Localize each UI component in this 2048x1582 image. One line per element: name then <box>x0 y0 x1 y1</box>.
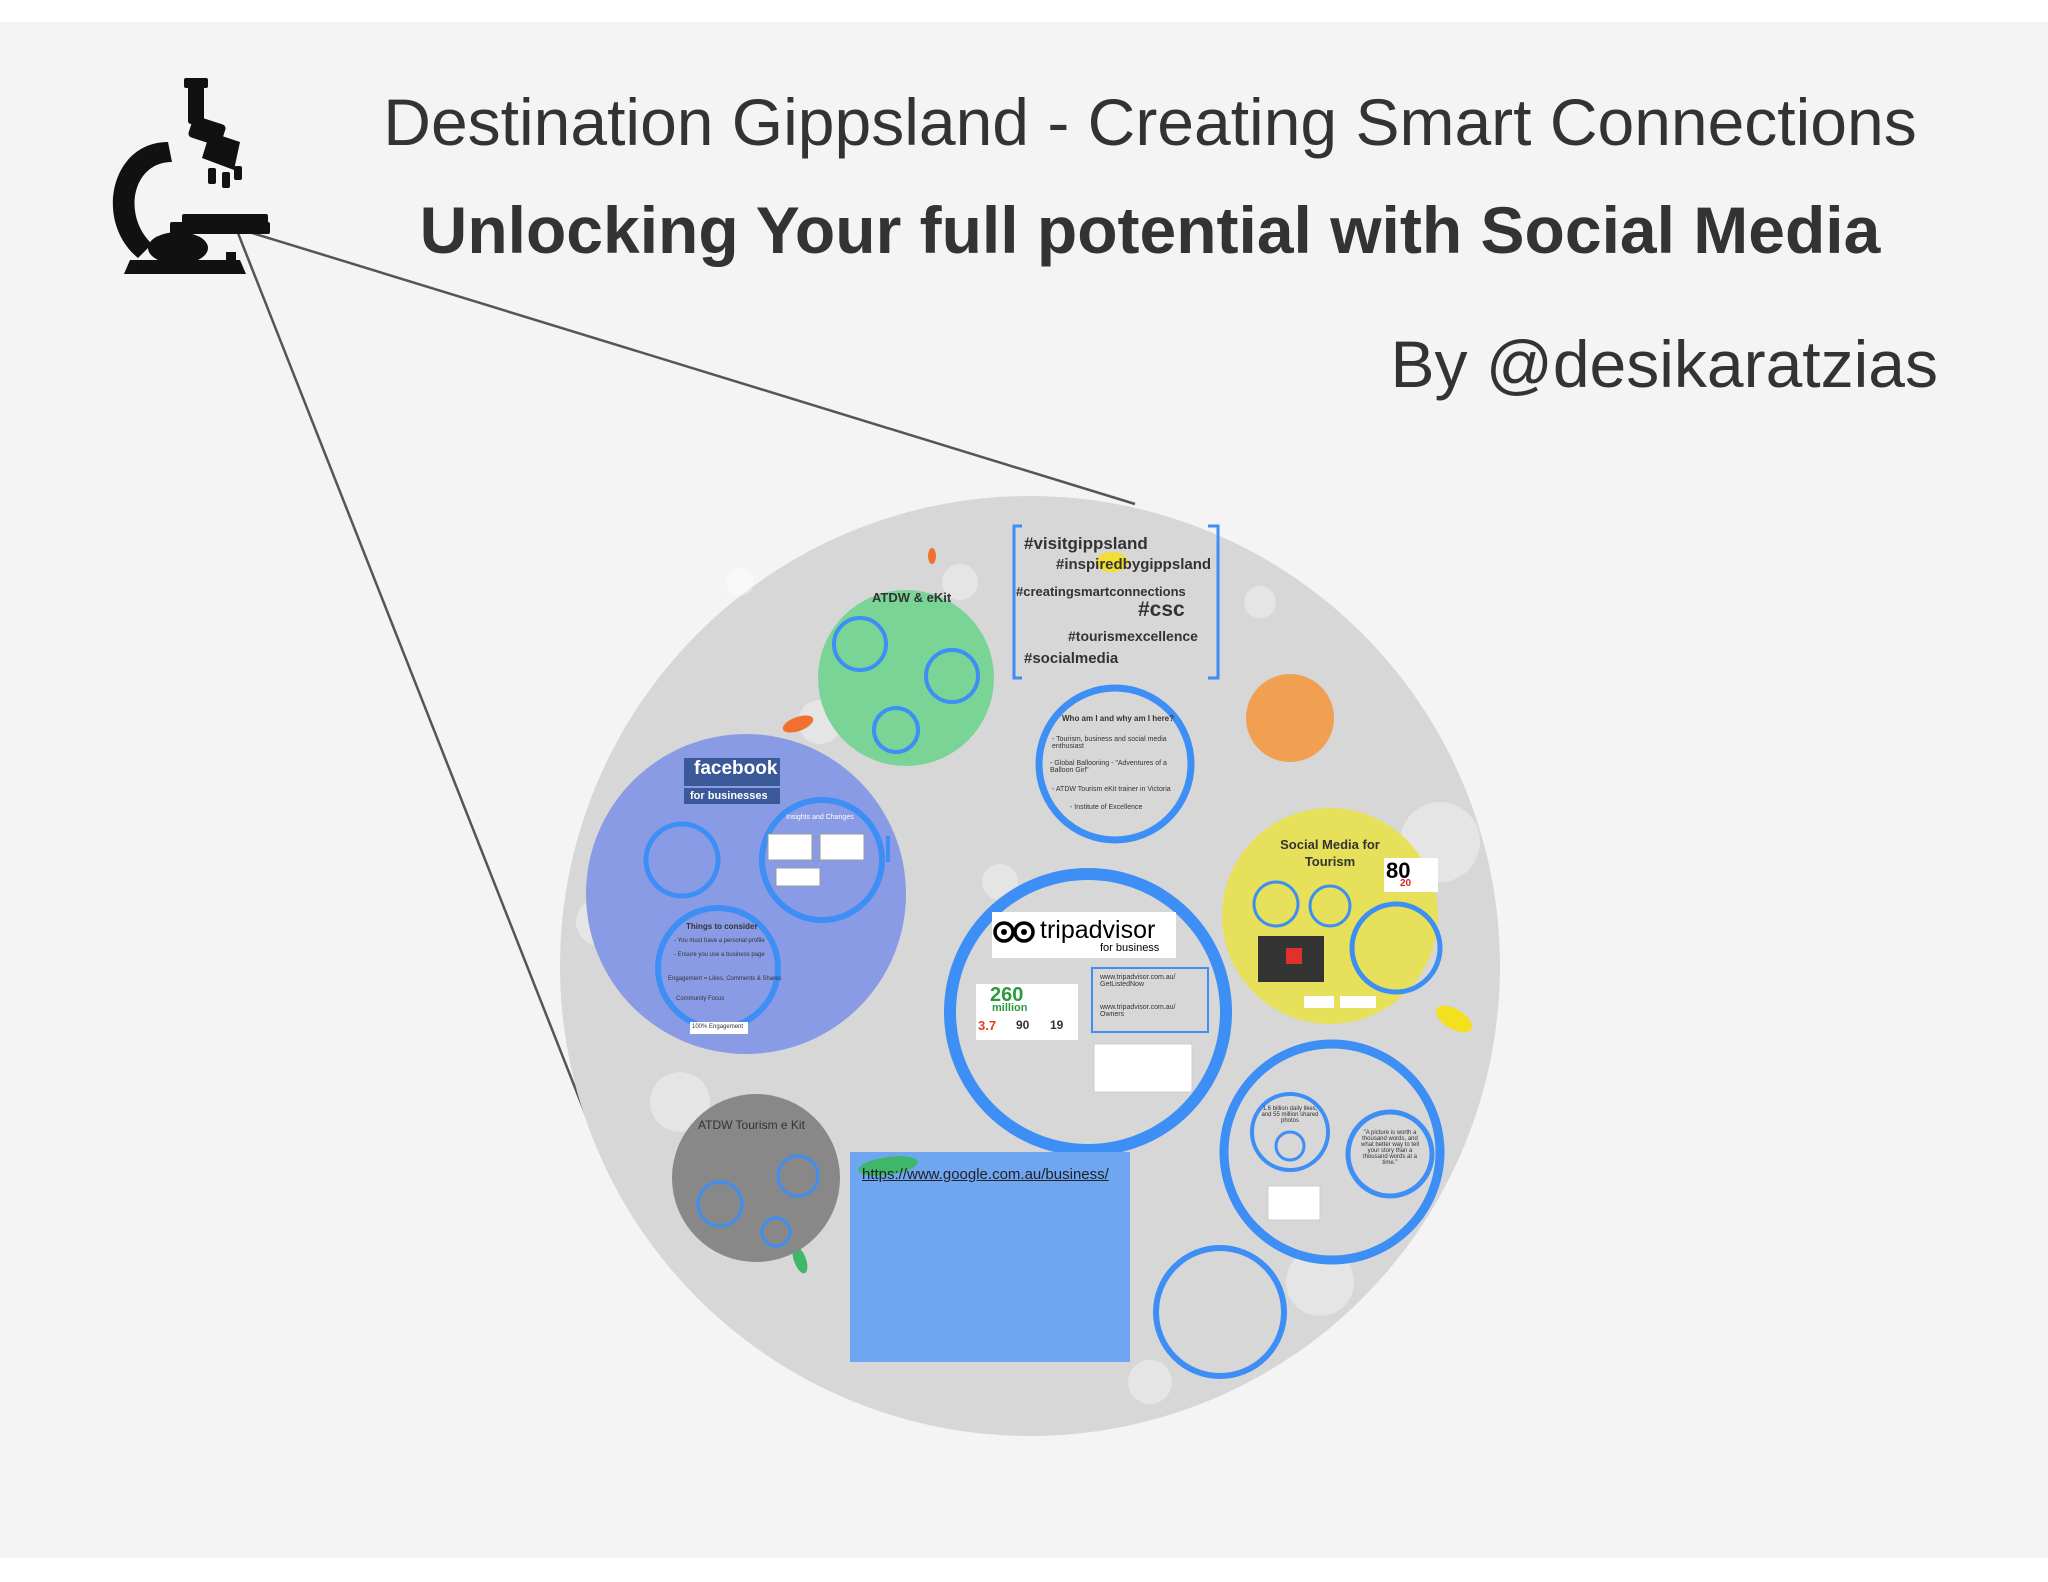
overview-graphic <box>112 78 1500 1436</box>
ekit-ring-1 <box>832 616 888 672</box>
hashtag-csc: #csc <box>1138 598 1185 621</box>
facebook-things-heading: Things to consider <box>686 922 758 931</box>
zoom-line-top <box>235 226 1136 506</box>
twenty-badge-text: 20 <box>1400 878 1412 889</box>
fb-engagement-label <box>690 1022 748 1034</box>
instagram-stat: 1.6 billion daily likes, and 55 million … <box>1261 1106 1319 1124</box>
facebook-circle <box>586 734 906 1054</box>
tripadvisor-owl-icon <box>993 921 1035 943</box>
tripadvisor-stat-million: million <box>992 1002 1028 1014</box>
google-business-box <box>850 1152 1130 1362</box>
facebook-things-b3: Engagement = Likes, Comments & Shares <box>668 976 782 982</box>
tripadvisor-logo: tripadvisor <box>1040 916 1156 944</box>
play-icon <box>1286 948 1302 964</box>
facebook-logo: facebook <box>694 758 778 779</box>
fb-screenshot-2 <box>819 833 865 861</box>
google-green-blob <box>858 1156 918 1176</box>
kit-ring-3 <box>760 1216 792 1248</box>
insta-screenshot <box>1267 1185 1321 1221</box>
ekit-ring-3 <box>872 706 920 754</box>
yellow-blob <box>1435 1005 1473 1033</box>
who-bullet-4: - Institute of Excellence <box>1070 804 1143 811</box>
insta-ring-1 <box>1250 1092 1330 1172</box>
google-business-link[interactable]: https://www.google.com.au/business/ <box>862 1166 1109 1183</box>
hashtag-visitgippsland: #visitgippsland <box>1024 534 1148 553</box>
insta-ring-2 <box>1274 1130 1306 1162</box>
tripadvisor-stat-a: 3.7 <box>978 1018 997 1033</box>
zoom-line-bottom <box>234 227 600 1147</box>
tripadvisor-logo-sub: for business <box>1100 942 1160 954</box>
social-tourism-label: Social Media for Tourism <box>1280 837 1380 869</box>
bottom-ring <box>1153 1245 1287 1379</box>
facebook-logo-box <box>684 758 780 786</box>
eighty-twenty-badge <box>1384 858 1438 892</box>
tourism-ring-3 <box>1349 901 1443 995</box>
tripadvisor-stat-c: 19 <box>1050 1018 1064 1032</box>
tripadvisor-url-1[interactable]: www.tripadvisor.com.au/ GetListedNow <box>1100 974 1176 988</box>
microscope-icon <box>112 78 270 274</box>
who-heading: Who am I and why am I here? <box>1062 714 1175 723</box>
fb-screenshot-1 <box>767 833 813 861</box>
facebook-things-b4: Community Focus <box>676 996 725 1002</box>
facebook-things-b1: - You must have a personal profile <box>674 938 765 944</box>
hashtag-inspiredbygippsland: #inspiredbygippsland <box>1056 556 1212 573</box>
who-bullet-3: - ATDW Tourism eKit trainer in Victoria <box>1052 786 1171 793</box>
eighty-badge-text: 80 <box>1386 858 1411 883</box>
hashtag-tourismexcellence: #tourismexcellence <box>1068 628 1198 644</box>
tripadvisor-stats-box <box>976 984 1078 1040</box>
fb-ring-insights <box>759 797 885 923</box>
tourism-label-1 <box>1304 996 1334 1008</box>
facebook-logo-sub: for businesses <box>690 790 768 802</box>
orange-dot <box>1246 674 1334 762</box>
instagram-quote: "A picture is worth a thousand words, an… <box>1360 1130 1420 1166</box>
fb-screenshot-3 <box>775 867 821 887</box>
presentation-title: Destination Gippsland - Creating Smart C… <box>383 85 1917 159</box>
fb-screenshot-bar <box>886 836 890 862</box>
facebook-sub-box <box>684 788 780 804</box>
green-blob-2 <box>792 1246 808 1274</box>
facebook-things-b5: 100% Engagement <box>692 1024 744 1030</box>
tripadvisor-stat-260: 260 <box>990 984 1024 1006</box>
atdw-ekit-label: ATDW & eKit <box>872 590 952 605</box>
atdw-ekit-circle <box>818 590 994 766</box>
tripadvisor-urls-frame <box>1091 967 1209 1033</box>
tourism-ring-1 <box>1252 880 1300 928</box>
author-byline: By @desikaratzias <box>1390 327 1938 401</box>
who-am-i-ring <box>1035 684 1195 844</box>
yellow-highlight <box>1096 552 1128 572</box>
hashtag-socialmedia: #socialmedia <box>1024 650 1119 667</box>
orange-mark <box>928 548 936 564</box>
ekit-ring-2 <box>924 648 980 704</box>
fb-ring-1 <box>643 821 721 899</box>
who-bullet-2: - Global Ballooning - "Adventures of a B… <box>1050 760 1167 774</box>
atdw-kit-circle <box>672 1094 840 1262</box>
kit-ring-2 <box>776 1154 820 1198</box>
who-bullet-1: - Tourism, business and social media ent… <box>1052 736 1167 750</box>
tourism-ring-2 <box>1308 884 1352 928</box>
tripadvisor-stat-b: 90 <box>1016 1018 1030 1032</box>
hashtag-creatingsmartconnections: #creatingsmartconnections <box>1016 584 1186 599</box>
presentation-subtitle: Unlocking Your full potential with Socia… <box>419 193 1881 267</box>
hashtag-bracket-left <box>1012 524 1022 680</box>
facebook-insights-label: Insights and Changes <box>786 814 854 821</box>
tripadvisor-logo-box <box>992 912 1176 958</box>
facebook-things-b2: - Ensure you use a business page <box>674 952 765 958</box>
insta-ring-quote <box>1345 1109 1435 1199</box>
tourism-label-2 <box>1340 996 1376 1008</box>
presentation-canvas: Destination Gippsland - Creating Smart C… <box>0 22 2048 1558</box>
orange-blob <box>782 715 814 733</box>
tripadvisor-url-2[interactable]: www.tripadvisor.com.au/ Owners <box>1100 1004 1176 1018</box>
tripadvisor-screenshot <box>1093 1043 1193 1093</box>
kit-ring-1 <box>696 1180 744 1228</box>
hashtag-bracket-right <box>1208 524 1220 680</box>
atdw-kit-label: ATDW Tourism e Kit <box>698 1118 805 1132</box>
